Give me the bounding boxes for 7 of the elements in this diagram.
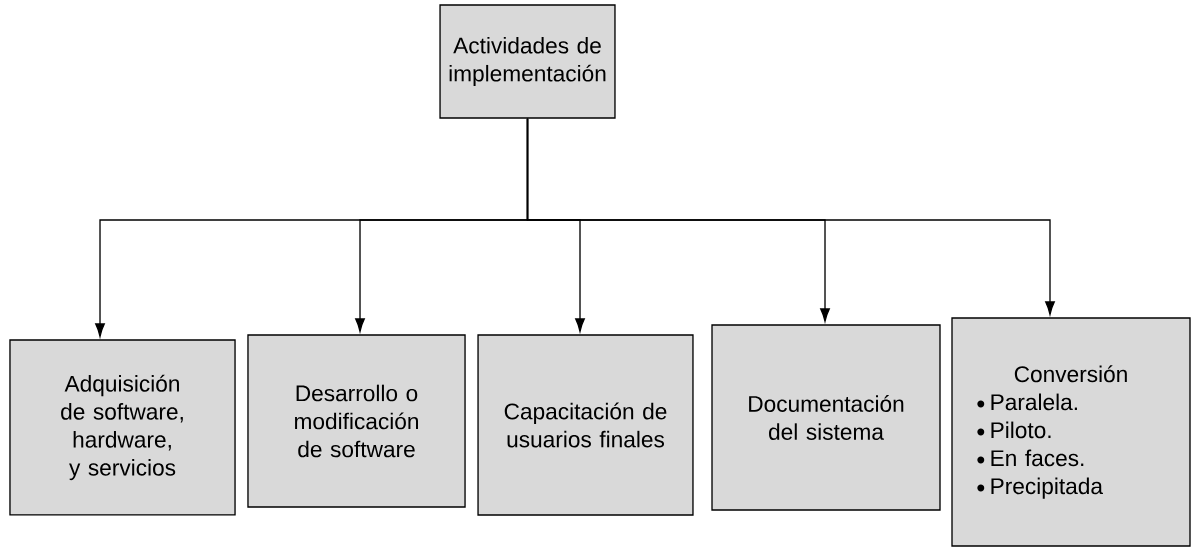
process-box: Adquisición de software, hardware, y servicios <box>9 339 236 516</box>
arrow <box>526 118 1055 315</box>
process-box: Capacitación de usuarios finales <box>477 334 694 516</box>
process-box: Conversión Paralela. Piloto. En faces. Precipitada <box>951 317 1191 547</box>
process-box: Desarrollo o modificación de software <box>247 334 466 508</box>
process-box: Actividades de implementación <box>439 4 616 119</box>
process-box: Documentación del sistema <box>711 324 941 511</box>
